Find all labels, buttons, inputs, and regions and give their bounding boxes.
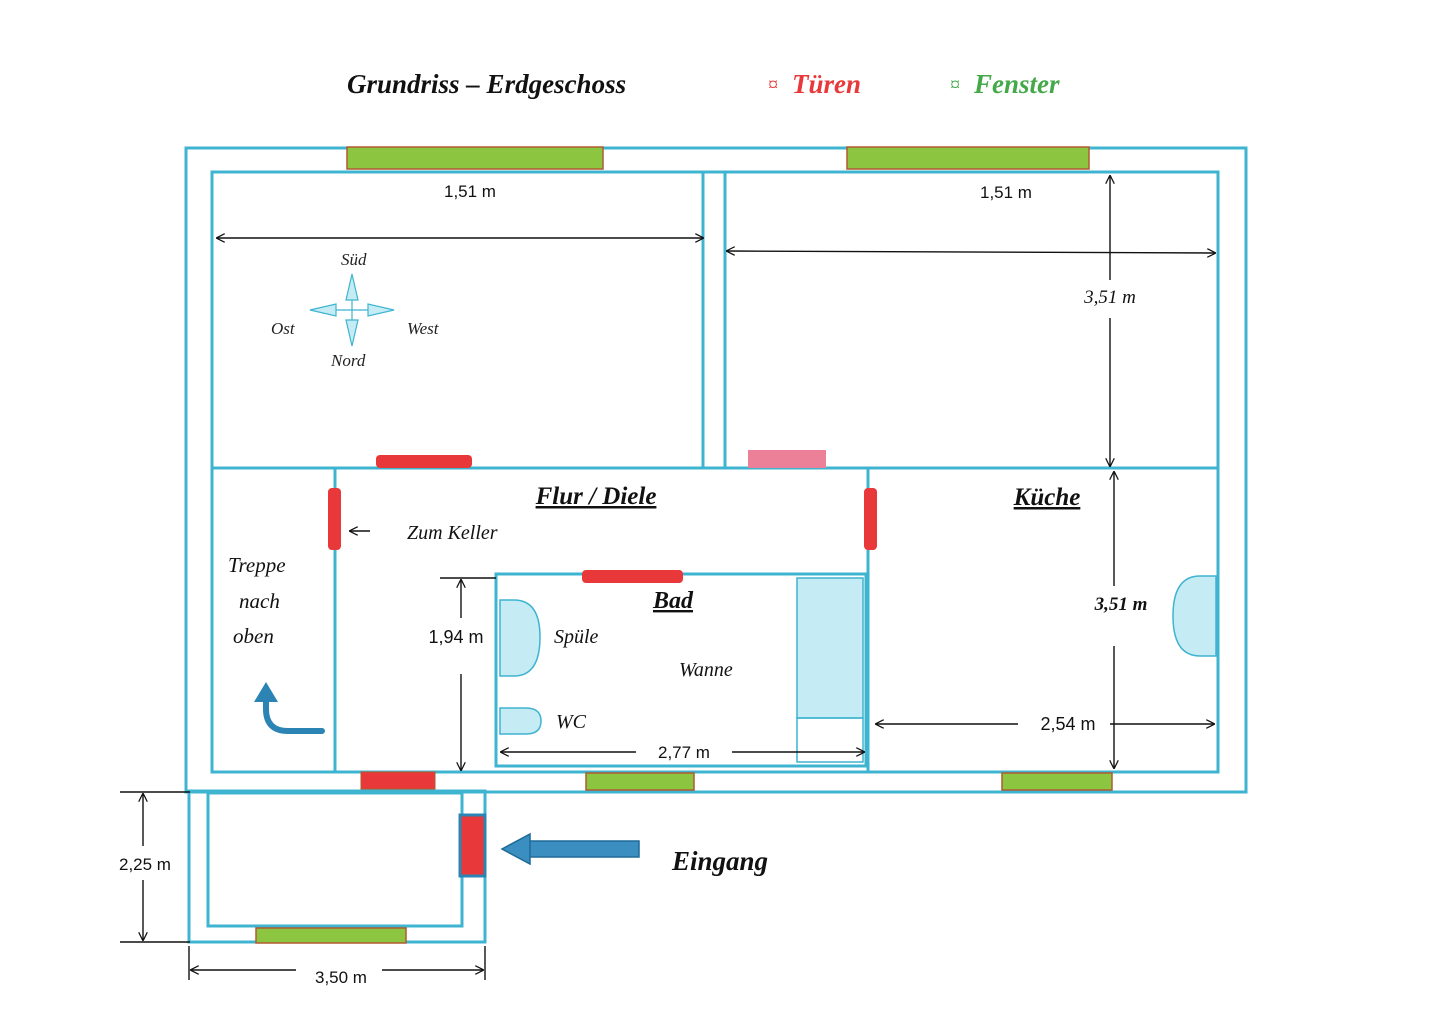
window: [846, 146, 1090, 170]
dim-porch-height: 2,25 m: [119, 855, 171, 874]
stairs-arrow-icon: [263, 697, 325, 734]
windows: [255, 146, 1113, 944]
door: [376, 455, 472, 468]
room-label-bath: Bad: [652, 588, 694, 614]
dim-porch-width: 3,50 m: [315, 968, 367, 987]
door: [582, 570, 683, 583]
label-stairs-2: nach: [239, 589, 280, 613]
dim-room2-width: 1,51 m: [980, 183, 1032, 202]
door-light: [748, 450, 826, 468]
label-cellar: Zum Keller: [407, 522, 498, 544]
dimension-lines: [120, 176, 1215, 980]
room-label-hall: Flur / Diele: [535, 483, 657, 510]
label-stairs-3: oben: [233, 624, 274, 648]
legend-door-symbol: ¤: [768, 74, 778, 96]
doors: [328, 450, 877, 878]
label-stairs-1: Treppe: [228, 553, 286, 577]
door: [864, 488, 877, 550]
stairs-arrowhead-icon: [254, 682, 278, 702]
compass-rose: [309, 273, 395, 347]
dim-room1-width: 1,51 m: [444, 182, 496, 201]
legend-window-symbol: ¤: [950, 74, 960, 96]
dim-bath-width: 2,77 m: [658, 743, 710, 762]
fixtures: [499, 575, 1217, 763]
dim-hall-height: 1,94 m: [428, 627, 483, 647]
door: [328, 488, 341, 550]
wc: [499, 707, 542, 735]
dim-kitchen-width: 2,54 m: [1040, 714, 1095, 734]
bathtub-step: [796, 717, 864, 763]
porch-walls: [187, 789, 487, 944]
label-sink: Spüle: [554, 626, 599, 648]
window: [1001, 772, 1113, 791]
compass-north: Nord: [330, 351, 366, 370]
room-label-kitchen: Küche: [1013, 484, 1081, 511]
dim-room2-height: 3,51 m: [1083, 287, 1136, 308]
compass-west: West: [407, 319, 440, 338]
compass-south: Süd: [341, 250, 367, 269]
kitchen-sink: [1172, 575, 1217, 657]
window: [255, 927, 407, 944]
dim-kitchen-height: 3,51 m: [1094, 594, 1148, 615]
page-title: Grundriss – Erdgeschoss: [347, 69, 626, 99]
window: [346, 146, 604, 170]
label-wc: WC: [556, 711, 587, 733]
compass-east: Ost: [271, 319, 296, 338]
door: [360, 771, 436, 790]
bath-sink: [499, 599, 541, 677]
legend-windows: Fenster: [973, 69, 1060, 99]
legend-doors: Türen: [792, 69, 861, 99]
window: [585, 772, 695, 791]
label-tub: Wanne: [679, 659, 733, 681]
bathtub: [796, 577, 864, 719]
outer-walls: [184, 146, 1248, 794]
label-entrance: Eingang: [671, 846, 768, 876]
entrance-arrow-icon: [500, 832, 640, 866]
entrance-door: [458, 813, 487, 878]
